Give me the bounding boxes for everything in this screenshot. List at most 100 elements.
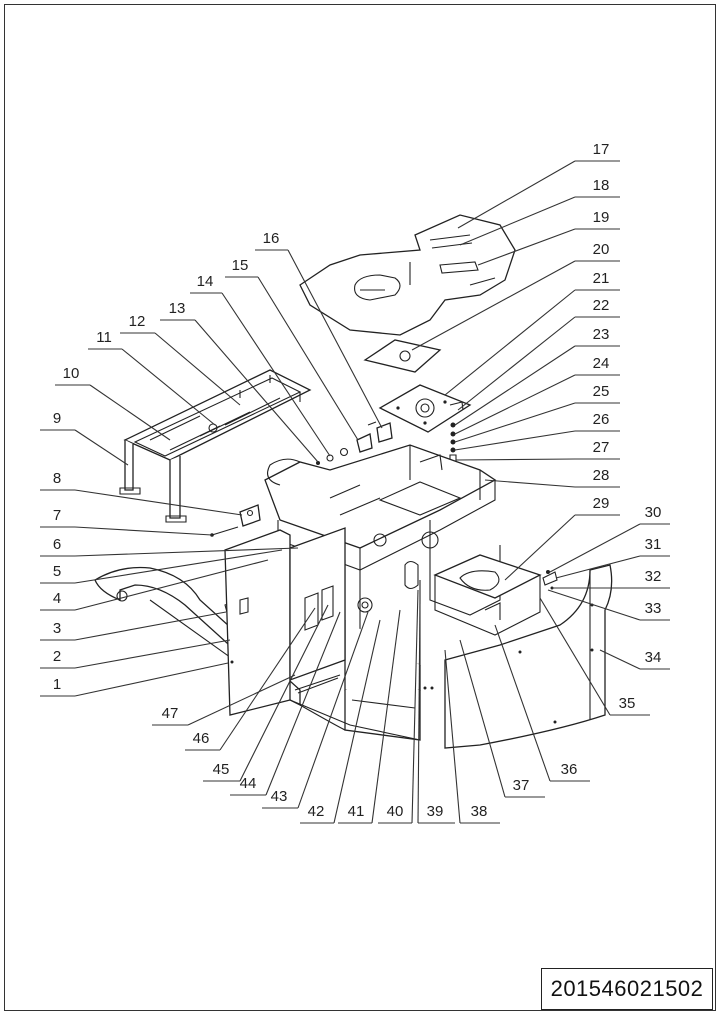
part-number-45: 45 [212,761,230,778]
callout-leader-28 [484,479,576,488]
part-number-11: 11 [96,329,112,346]
small-brackets-14-16 [316,421,393,465]
part-number-28: 28 [592,467,610,484]
callout-leader-10 [89,384,171,441]
part-number-29: 29 [592,495,610,512]
part-number-23: 23 [592,326,610,343]
callout-leader-45 [239,604,329,782]
callout-leader-40 [411,589,419,824]
part-number-27: 27 [592,439,610,456]
callout-leader-42 [333,619,381,824]
callout-leader-33 [547,589,641,621]
part-number-13: 13 [168,300,186,317]
callout-leader-19 [477,228,576,266]
callout-leader-36 [494,624,551,782]
part-number-32: 32 [644,568,662,585]
part-number-8: 8 [52,470,62,487]
callout-leader-6 [74,547,299,557]
callout-leader-34 [599,649,641,670]
callout-leader-27 [455,458,576,461]
part-number-46: 46 [192,730,210,747]
callout-leader-47 [187,674,296,726]
part-number-39: 39 [426,803,444,820]
callout-leader-11 [121,348,216,426]
right-tray [433,554,558,636]
part-number-31: 31 [644,536,662,553]
part-number-26: 26 [592,411,610,428]
document-number-box: 201546021502 [541,968,713,1010]
callout-leader-16 [287,249,383,429]
callout-leader-21 [444,289,576,396]
callout-leader-8 [74,489,243,516]
callout-leader-22 [457,316,576,411]
part-number-47: 47 [161,705,179,722]
callout-leader-4 [74,559,269,611]
right-cover-34 [444,564,613,749]
callout-leader-9 [74,429,129,466]
part-number-15: 15 [231,257,249,274]
part-number-43: 43 [270,788,288,805]
part-number-19: 19 [592,209,610,226]
part-number-41: 41 [347,803,365,820]
part-number-30: 30 [644,504,662,521]
part-number-17: 17 [592,141,610,158]
plate-21 [378,384,472,433]
callout-leader-38 [444,649,461,824]
callout-leader-30 [549,523,641,573]
callout-leader-44 [265,611,341,796]
callout-leader-20 [411,260,576,351]
part-number-14: 14 [196,273,214,290]
callout-leader-37 [459,639,506,798]
part-number-25: 25 [592,383,610,400]
part-number-20: 20 [592,241,610,258]
part-number-16: 16 [262,230,280,247]
part-number-7: 7 [52,507,62,524]
callout-leader-31 [555,555,641,579]
part-number-4: 4 [52,590,62,607]
callout-leader-12 [154,332,241,406]
callout-leader-2 [74,639,231,669]
callout-leader-23 [454,345,576,426]
part-number-5: 5 [52,563,62,580]
part-number-3: 3 [52,620,62,637]
callout-leader-46 [219,607,316,751]
callout-leader-43 [297,611,369,809]
callout-leader-5 [74,549,283,584]
callout-leader-13 [194,319,319,463]
callout-leader-24 [454,374,576,435]
part-number-6: 6 [52,536,62,553]
part-number-35: 35 [618,695,636,712]
part-number-18: 18 [592,177,610,194]
part-number-44: 44 [239,775,257,792]
part-number-36: 36 [560,761,578,778]
part-number-1: 1 [52,676,62,693]
callout-leader-39 [417,599,421,824]
main-chassis [264,444,501,741]
drawing-border [4,4,716,1011]
part-number-42: 42 [307,803,325,820]
callout-leader-25 [454,402,576,443]
part-number-9: 9 [52,410,62,427]
callout-leader-15 [257,276,359,441]
part-number-37: 37 [512,777,530,794]
callout-leader-14 [221,292,331,457]
part-number-12: 12 [128,313,146,330]
bracket-8 [210,504,261,537]
part-number-2: 2 [52,648,62,665]
part-number-21: 21 [592,270,610,287]
part-number-10: 10 [62,365,80,382]
part-number-33: 33 [644,600,662,617]
part-number-40: 40 [386,803,404,820]
callout-leader-17 [457,160,576,229]
part-number-38: 38 [470,803,488,820]
frame-rack [119,369,312,523]
callout-leader-29 [504,514,576,581]
callout-leader-41 [371,609,401,824]
callout-leader-18 [459,196,576,246]
callout-leader-7 [74,526,213,536]
callout-leader-3 [74,611,227,641]
part-number-22: 22 [592,297,610,314]
